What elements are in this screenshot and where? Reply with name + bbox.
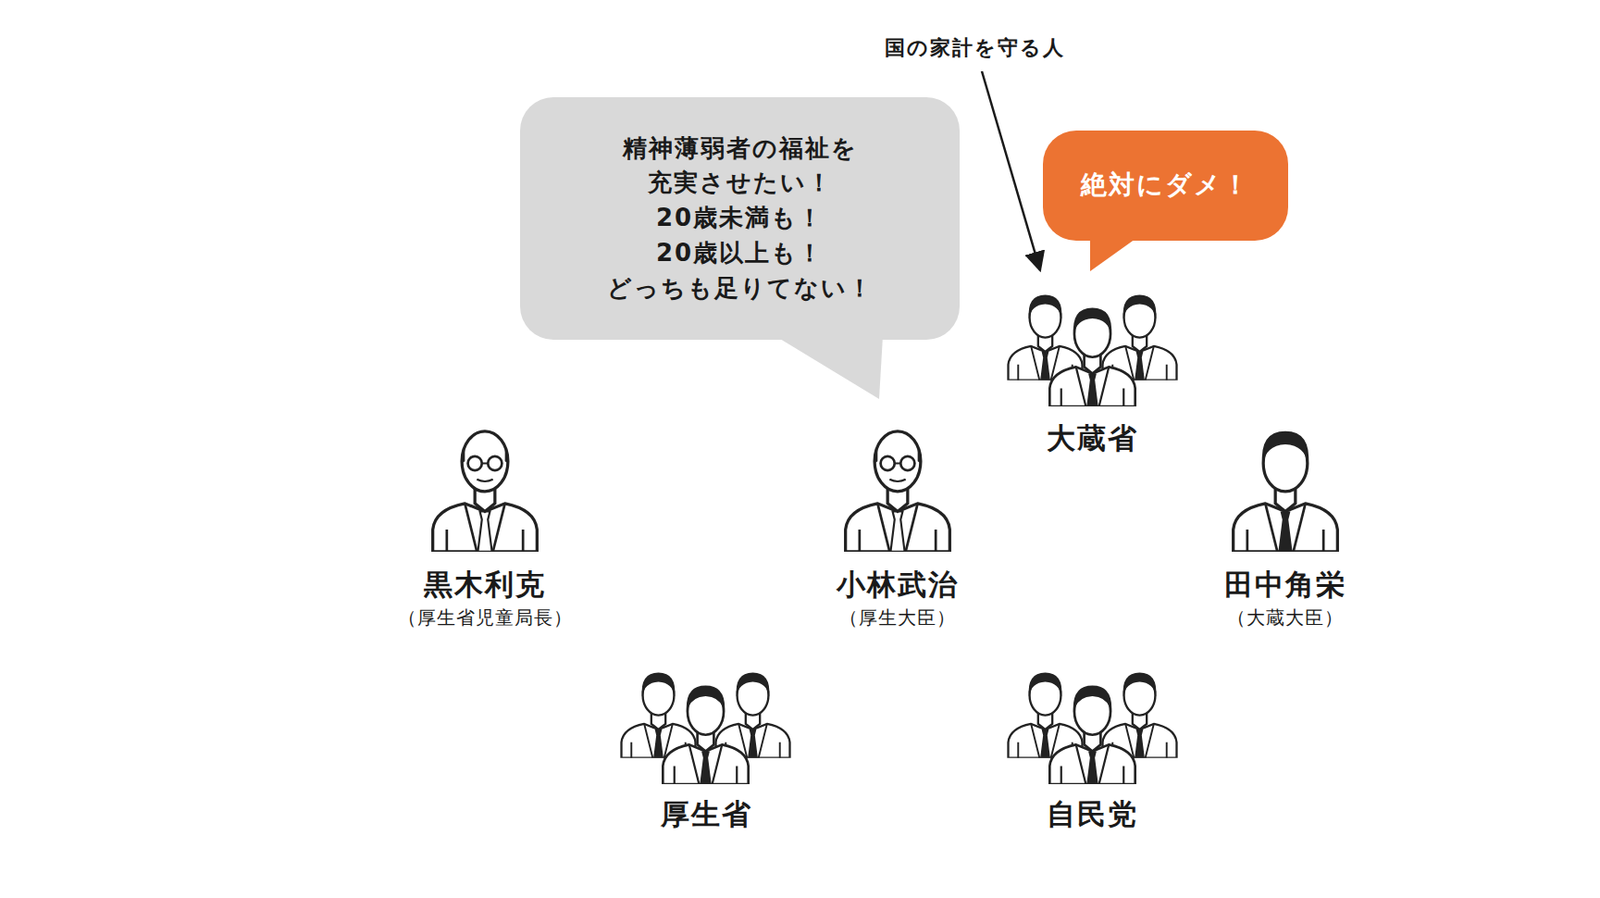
bubble-tail [775, 335, 883, 399]
name-label: 黒木利克 [423, 565, 546, 605]
ministry-group-icon [1008, 294, 1178, 407]
person-icon [1233, 431, 1339, 552]
bubble-text: 絶対にダメ！ [1054, 168, 1278, 202]
party-group-icon [1008, 671, 1178, 784]
name-label: 自民党 [1046, 794, 1139, 834]
bubble-body [1042, 130, 1289, 241]
bubble-body [520, 97, 960, 340]
role-label: （大蔵大臣） [1227, 605, 1344, 631]
speech-bubble: 精神薄弱者の福祉を 充実させたい！ 20歳未満も！ 20歳以上も！ どっちも足り… [520, 97, 960, 340]
name-label: 小林武治 [836, 565, 959, 605]
ministry-group-icon [621, 671, 791, 784]
bubble-text: 精神薄弱者の福祉を 充実させたい！ 20歳未満も！ 20歳以上も！ どっちも足り… [601, 131, 880, 306]
name-label: 大蔵省 [1046, 419, 1139, 459]
leader-arrow [981, 71, 1041, 271]
name-label: 国の家計を守る人 [884, 34, 1066, 63]
person-icon [433, 431, 538, 552]
role-label: （厚生省児童局長） [397, 605, 573, 631]
name-label: 厚生省 [660, 794, 753, 834]
bubble-tail [1090, 238, 1136, 272]
role-label: （厚生大臣） [839, 605, 956, 631]
person-icon [845, 431, 951, 552]
name-label: 田中角栄 [1224, 565, 1347, 605]
speech-bubble: 絶対にダメ！ [1042, 130, 1289, 241]
